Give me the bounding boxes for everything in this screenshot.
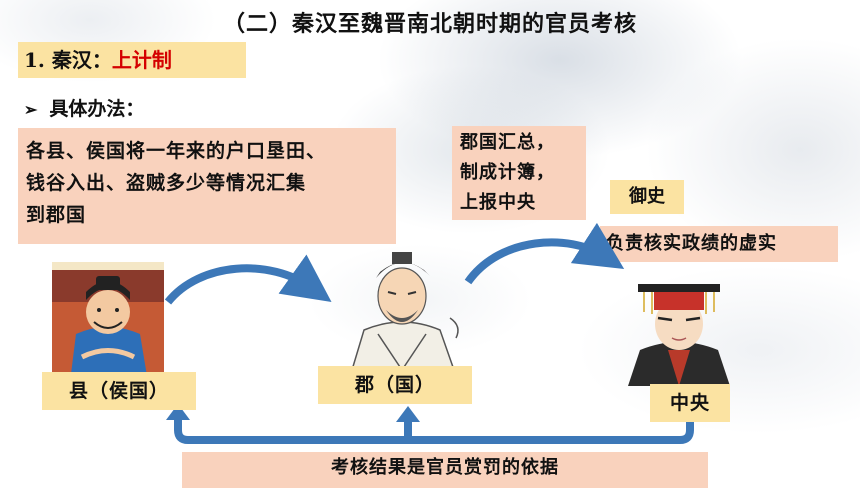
arrow-commandery-to-center	[464, 222, 625, 285]
label-center: 中央	[650, 384, 730, 422]
method-label: 具体办法：	[49, 98, 145, 120]
method-heading: ➢ 具体办法：	[24, 94, 144, 121]
county-official-illustration	[52, 262, 164, 382]
county-report-line: 钱谷入出、盗贼多少等情况汇集	[26, 172, 307, 194]
county-report-line: 到郡国	[26, 204, 87, 226]
label-county: 县（侯国）	[42, 372, 196, 410]
bullet-arrow-icon: ➢	[24, 100, 38, 119]
censor-title: 御史	[610, 180, 684, 214]
county-report-line: 各县、侯国将一年来的户口垦田、	[26, 140, 327, 162]
censor-duty: 负责核实政绩的虚实	[600, 226, 838, 262]
feedback-loop-arrow	[174, 418, 694, 444]
arrow-county-to-commandery	[164, 254, 332, 305]
commandery-report-box: 郡国汇总， 制成计簿， 上报中央	[452, 126, 586, 220]
result-caption: 考核结果是官员赏罚的依据	[182, 452, 708, 488]
county-report-box: 各县、侯国将一年来的户口垦田、 钱谷入出、盗贼多少等情况汇集 到郡国	[18, 128, 396, 244]
label-commandery: 郡（国）	[318, 366, 472, 404]
section-heading: 1. 秦汉：上计制	[18, 42, 246, 78]
commandery-report-line: 制成计簿，	[460, 162, 555, 183]
section-highlight: 上计制	[111, 48, 172, 72]
commandery-report-line: 郡国汇总，	[460, 132, 555, 153]
section-prefix: 1. 秦汉：	[24, 48, 112, 72]
page-title: （二）秦汉至魏晋南北朝时期的官员考核	[222, 11, 637, 37]
commandery-report-line: 上报中央	[460, 192, 536, 213]
feedback-arrowhead-commandery	[396, 406, 420, 422]
emperor-illustration	[628, 284, 730, 386]
commandery-official-illustration	[351, 252, 459, 370]
feedback-arrowhead-county	[166, 404, 190, 420]
